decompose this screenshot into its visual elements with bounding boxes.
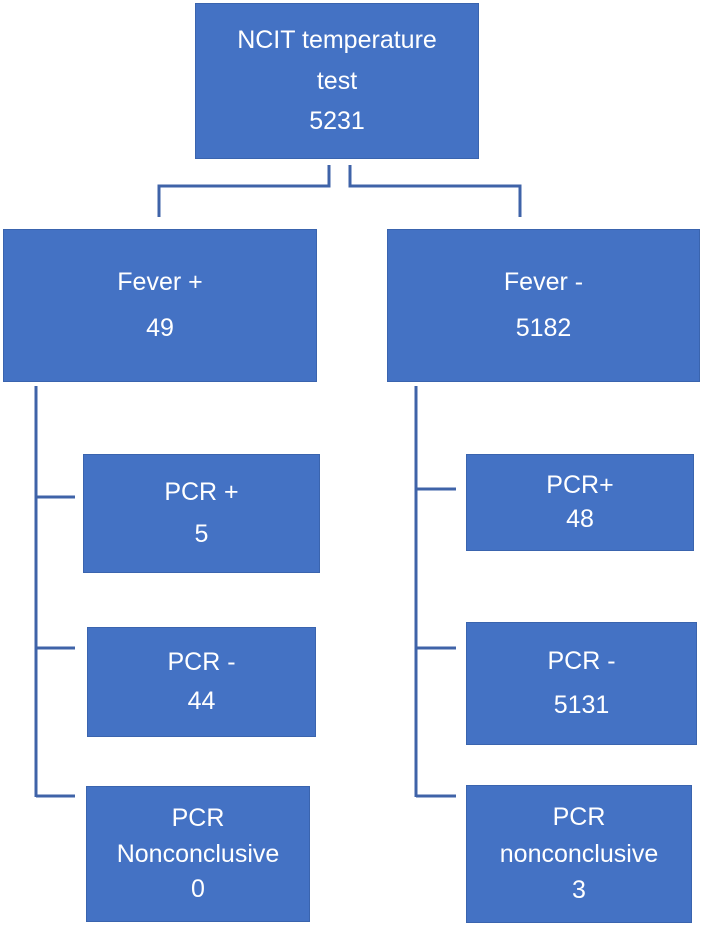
root-title-line2: test — [316, 66, 358, 95]
node-count: 3 — [572, 875, 586, 904]
node-label: PCR - — [547, 647, 616, 676]
node-label: PCR+ — [546, 470, 614, 499]
root-node-ncit-test: NCIT temperature test 5231 — [195, 3, 479, 159]
fever-positive-node: Fever + 49 — [3, 229, 317, 382]
node-label: PCR — [552, 803, 606, 832]
fever-positive-pcr-nonconclusive-node: PCR Nonconclusive 0 — [86, 786, 310, 922]
connector-root-fever-positive — [157, 165, 331, 217]
fever-negative-label: Fever - — [503, 268, 584, 297]
fever-negative-pcr-negative-node: PCR - 5131 — [466, 622, 697, 745]
node-count: 48 — [566, 505, 594, 534]
node-label: PCR + — [164, 478, 239, 506]
node-count: 0 — [191, 875, 205, 904]
fever-negative-pcr-nonconclusive-node: PCR nonconclusive 3 — [466, 785, 692, 923]
node-count: 44 — [187, 687, 216, 715]
fever-positive-pcr-positive-node: PCR + 5 — [83, 454, 320, 573]
fever-negative-node: Fever - 5182 — [387, 229, 700, 382]
node-label: PCR - — [167, 648, 236, 676]
node-count: 5 — [194, 520, 209, 548]
node-label-2: nonconclusive — [499, 839, 659, 868]
root-count: 5231 — [309, 107, 365, 136]
node-label-2: Nonconclusive — [116, 839, 280, 868]
fever-negative-pcr-positive-node: PCR+ 48 — [466, 454, 694, 551]
fever-positive-count: 49 — [146, 313, 174, 342]
connector-root-fever-negative — [348, 165, 522, 217]
node-count: 5131 — [553, 690, 610, 719]
root-title-line1: NCIT temperature — [237, 25, 437, 54]
fever-negative-count: 5182 — [515, 313, 572, 342]
fever-positive-pcr-negative-node: PCR - 44 — [87, 627, 316, 737]
node-label: PCR — [171, 803, 225, 832]
fever-positive-label: Fever + — [117, 268, 203, 297]
